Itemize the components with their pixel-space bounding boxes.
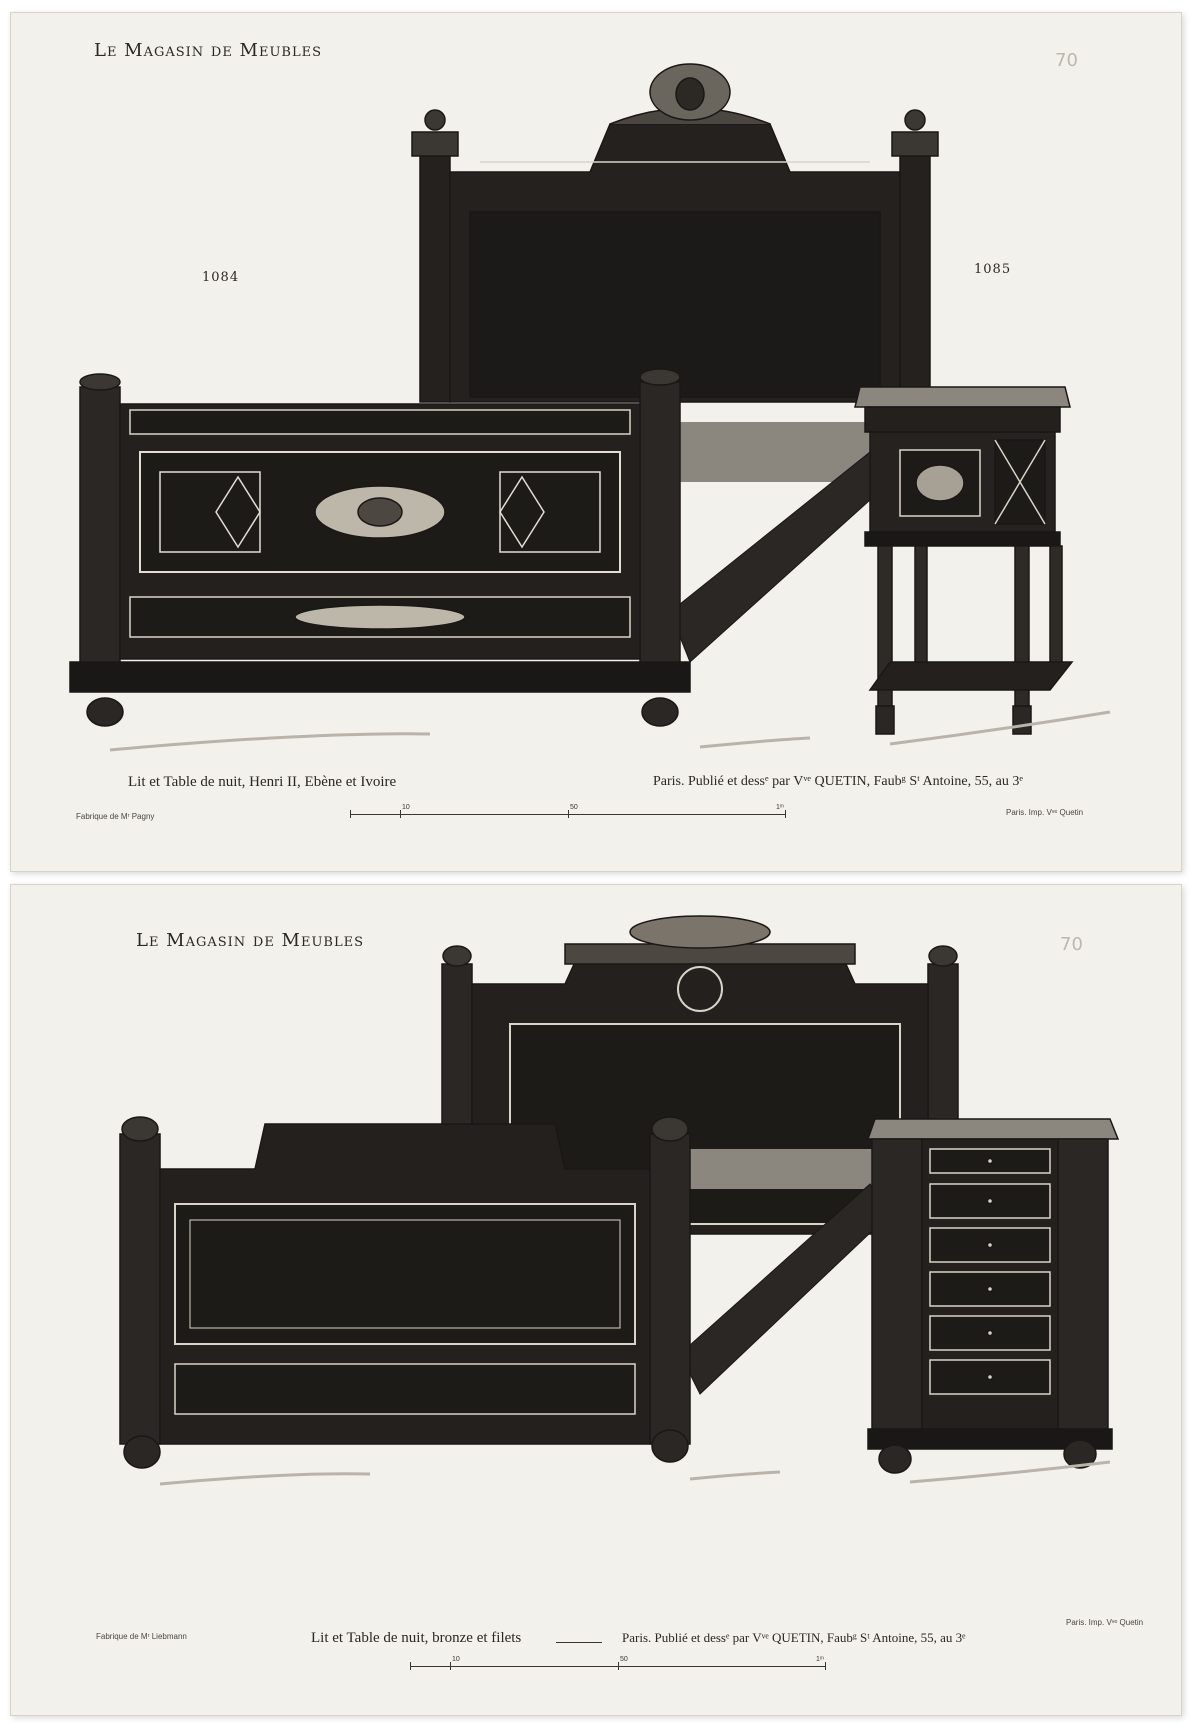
- scale-label-50: 50: [620, 1656, 628, 1663]
- scale-label-10: 10: [452, 1656, 460, 1663]
- bed-and-nightstand-engraving: [69, 63, 1111, 752]
- caption-title: Lit et Table de nuit, bronze et filets: [311, 1630, 522, 1646]
- nightstand: [854, 386, 1074, 735]
- plate-1084-1085: Le Magasin de Meubles 70 1084 1085: [10, 12, 1182, 872]
- bed-and-nightstand-engraving: [119, 915, 1120, 1486]
- pencil-mark: 70: [1055, 50, 1078, 71]
- side-rail: [669, 451, 891, 663]
- scale-label-50: 50: [570, 804, 578, 811]
- caption-publisher: Paris. Publié et dessᵉ par Vᵛᵉ QUETIN, F…: [622, 1630, 966, 1645]
- footboard: [119, 1116, 691, 1469]
- floor-shadow: [159, 1472, 371, 1486]
- headboard: [411, 63, 939, 403]
- imprimeur-credit: Paris. Imp. Vᵛᵉ Quetin: [1006, 808, 1084, 817]
- footboard: [69, 368, 691, 727]
- fabricant-credit: Fabrique de Mʳ Liebmann: [96, 1632, 187, 1641]
- pencil-mark: 70: [1060, 934, 1083, 955]
- imprimeur-credit: Paris. Imp. Vᵛᵉ Quetin: [1066, 1618, 1144, 1627]
- caption-dash: [556, 1642, 602, 1643]
- mattress-base: [680, 1149, 880, 1189]
- scale-bar: 10 50 1ᵐ: [410, 1656, 826, 1674]
- mattress-base: [670, 422, 870, 482]
- item-number-nightstand: 1085: [974, 262, 1012, 277]
- scale-bar: 10 50 1ᵐ: [350, 804, 786, 822]
- caption-publisher: Paris. Publié et dessᵉ par Vᵛᵉ QUETIN, F…: [653, 774, 1023, 789]
- scale-label-1m: 1ᵐ: [776, 804, 784, 811]
- plate-header: Le Magasin de Meubles: [94, 40, 322, 61]
- nightstand: [866, 1118, 1120, 1474]
- plate-header: Le Magasin de Meubles: [136, 930, 364, 951]
- plate-1081-1082: Le Magasin de Meubles 70 1081 1082: [10, 884, 1182, 1716]
- scale-label-10: 10: [402, 804, 410, 811]
- item-number-bed: 1084: [202, 270, 240, 285]
- scale-label-1m: 1ᵐ: [816, 1656, 824, 1663]
- floor-shadow: [109, 732, 431, 752]
- caption-title: Lit et Table de nuit, Henri II, Ebène et…: [128, 774, 397, 790]
- fabricant-credit: Fabrique de Mʳ Pagny: [76, 812, 155, 821]
